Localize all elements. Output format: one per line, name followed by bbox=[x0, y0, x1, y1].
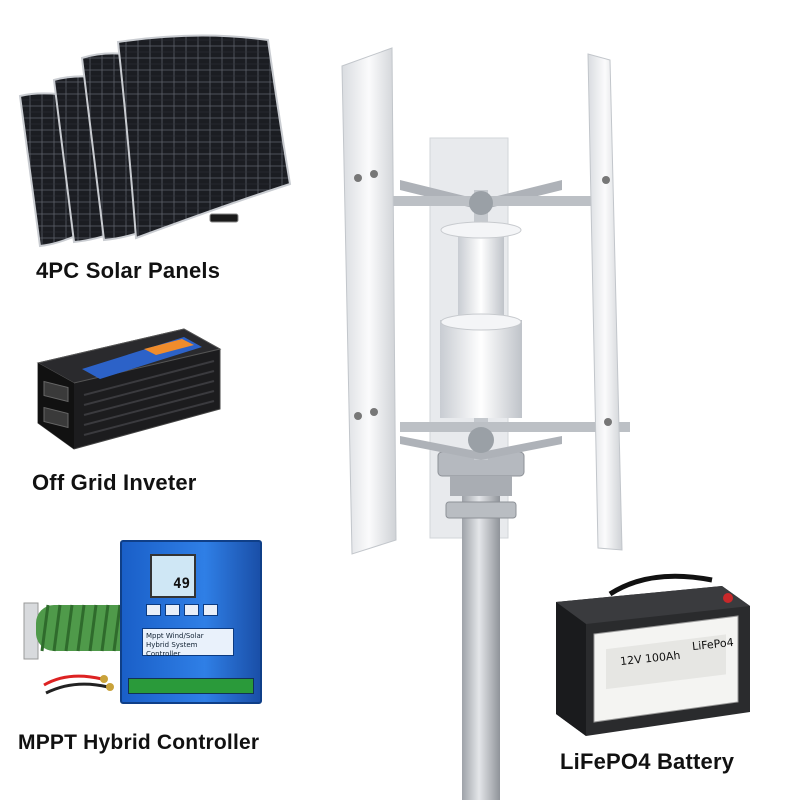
charge-controller-icon: 49 Mppt Wind/Solar Hybrid System Control… bbox=[120, 540, 262, 704]
controller-button-3[interactable] bbox=[184, 604, 199, 616]
controller-label-line2: Hybrid System Controller bbox=[146, 641, 198, 658]
solar-panel-4 bbox=[116, 34, 292, 240]
controller-button-2[interactable] bbox=[165, 604, 180, 616]
caption-solar-panels: 4PC Solar Panels bbox=[36, 258, 221, 283]
controller-label-plate: Mppt Wind/Solar Hybrid System Controller bbox=[142, 628, 234, 658]
controller-terminals bbox=[128, 678, 254, 694]
controller-button-4[interactable] bbox=[203, 604, 218, 616]
caption-battery: LiFePO4 Battery bbox=[560, 749, 735, 774]
controller-label-line1: Mppt Wind/Solar bbox=[146, 632, 204, 640]
inverter-icon bbox=[36, 328, 222, 450]
caption-inverter: Off Grid Inveter bbox=[32, 470, 197, 495]
solar-panel-icon bbox=[18, 34, 292, 248]
dump-load-resistor-icon bbox=[23, 602, 138, 695]
turbine-pole bbox=[462, 470, 500, 800]
controller-buttons bbox=[146, 604, 218, 616]
controller-button-1[interactable] bbox=[146, 604, 161, 616]
turbine-blade-left bbox=[341, 47, 397, 555]
turbine-blade-right bbox=[587, 53, 623, 551]
battery-icon bbox=[556, 573, 750, 736]
controller-lcd-value: 49 bbox=[173, 576, 190, 592]
caption-controller: MPPT Hybrid Controller bbox=[18, 731, 260, 754]
controller-lcd: 49 bbox=[150, 554, 196, 598]
vertical-wind-turbine-icon bbox=[341, 47, 630, 800]
